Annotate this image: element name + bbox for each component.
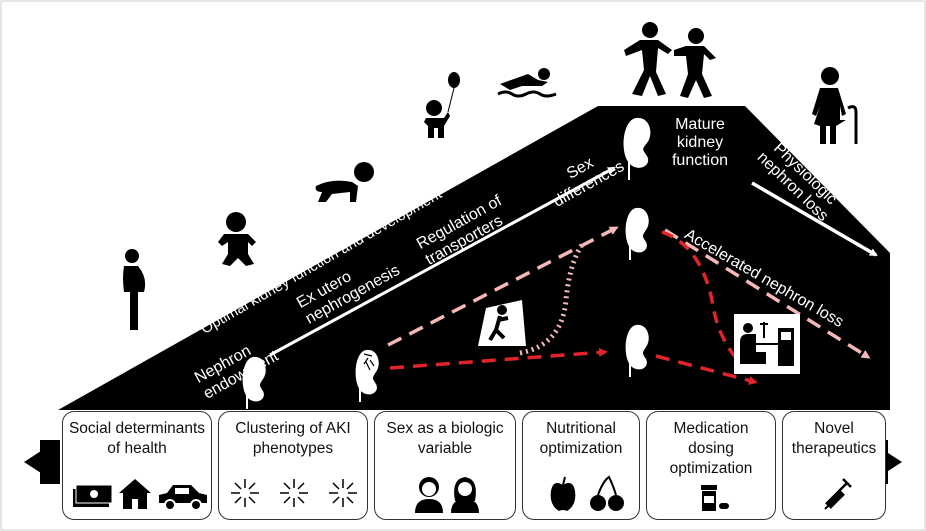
intervention-therapeutics: Novel therapeutics <box>782 411 886 520</box>
accelerated-loss-arrow <box>664 228 871 359</box>
cluster-icon <box>231 479 259 507</box>
intervention-medication: Medication dosing optimization <box>646 411 776 520</box>
cluster-icon <box>280 479 308 507</box>
pregnancy-icon <box>123 249 146 330</box>
swimmer-icon <box>497 68 557 98</box>
box-icons <box>523 473 639 513</box>
cluster-icon <box>329 479 357 507</box>
accelerated-aki-arrow <box>661 230 753 374</box>
girl-icon <box>451 477 479 513</box>
aki-path-arrow <box>389 347 608 370</box>
box-icons <box>647 483 775 513</box>
dancing-adults-icon <box>624 22 716 98</box>
boy-icon <box>415 477 443 513</box>
house-icon <box>119 479 151 509</box>
elderly-woman-icon <box>812 67 858 144</box>
aki-to-dialysis-arrow <box>655 354 758 385</box>
mature-kidney-icon <box>623 117 651 180</box>
box-icons <box>375 473 515 513</box>
at-risk-path-arrow <box>387 226 619 347</box>
intervention-sex-variable: Sex as a biologic variable <box>374 411 516 520</box>
dialysis-icon <box>734 314 800 374</box>
damaged-kidney-icon <box>355 349 379 402</box>
box-icons <box>783 473 885 513</box>
aki-kidney-icon <box>625 324 649 377</box>
lifespan-mountain <box>58 106 890 410</box>
optimal-path-arrow <box>269 166 616 357</box>
pill-bottle-icon <box>701 485 729 511</box>
box-label: Nutritional optimization <box>539 420 623 457</box>
physiologic-loss-arrow <box>751 181 878 257</box>
climber-icon <box>478 300 526 346</box>
at-risk-kidney-icon <box>625 207 649 260</box>
box-icons <box>63 473 211 513</box>
money-icon <box>73 484 113 507</box>
child-with-balloon-icon <box>424 72 460 138</box>
apple-icon <box>550 476 576 511</box>
crawling-baby-icon <box>315 162 374 202</box>
car-icon <box>159 485 207 511</box>
kidney-icon <box>242 356 266 409</box>
intervention-nutrition: Nutritional optimization <box>522 411 640 520</box>
left-arrow-tail <box>40 440 60 484</box>
mature-kidney-function-label: Mature kidney function <box>671 116 729 169</box>
box-label: Novel therapeutics <box>791 420 877 457</box>
box-label: Sex as a biologic variable <box>386 420 504 457</box>
intervention-social-determinants: Social determinants of health <box>62 411 212 520</box>
syringe-icon <box>824 478 852 510</box>
box-icons <box>219 473 367 513</box>
cherries-icon <box>590 475 624 511</box>
box-label: Clustering of AKI phenotypes <box>235 420 351 457</box>
infant-icon <box>218 212 256 266</box>
intervention-aki-phenotypes: Clustering of AKI phenotypes <box>218 411 368 520</box>
box-label: Medication dosing optimization <box>669 420 753 477</box>
box-label: Social determinants of health <box>68 420 206 457</box>
recovery-dotted-path <box>519 240 587 356</box>
